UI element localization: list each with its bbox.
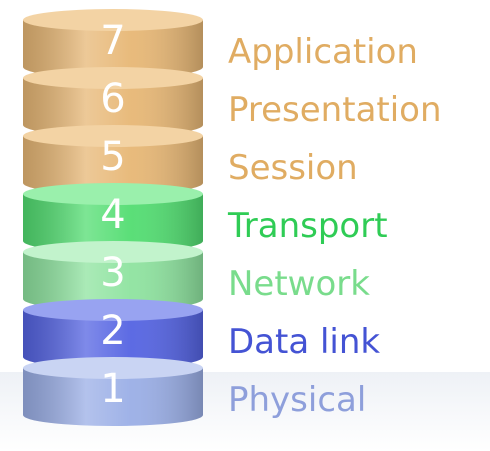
layer-2: 2 Data link — [23, 299, 380, 368]
layer-shading — [23, 20, 203, 78]
layer-shading — [23, 136, 203, 194]
layer-top — [23, 183, 203, 205]
layer-number: 6 — [100, 76, 125, 122]
layer-top — [23, 357, 203, 379]
layer-shading — [23, 194, 203, 252]
layer-name: Network — [228, 264, 370, 304]
layer-name: Data link — [228, 322, 380, 362]
layer-5: 5 Session — [23, 125, 358, 194]
layer-name: Presentation — [228, 90, 442, 130]
layer-name: Physical — [228, 380, 366, 420]
layer-6: 6 Presentation — [23, 67, 442, 136]
layer-top — [23, 125, 203, 147]
layer-top — [23, 299, 203, 321]
layer-name: Application — [228, 32, 418, 72]
layer-3: 3 Network — [23, 241, 370, 310]
layer-number: 4 — [100, 192, 125, 238]
layer-shading — [23, 310, 203, 368]
layer-top — [23, 67, 203, 89]
layer-name: Transport — [227, 206, 388, 246]
layer-shading — [23, 78, 203, 136]
layer-1: 1 Physical — [23, 357, 366, 426]
layer-top — [23, 9, 203, 31]
layer-4: 4 Transport — [23, 183, 388, 252]
layer-shading — [23, 368, 203, 426]
layer-number: 2 — [100, 308, 125, 354]
layer-7: 7 Application — [23, 9, 418, 78]
layer-number: 5 — [100, 134, 125, 180]
layer-shading — [23, 252, 203, 310]
layer-number: 7 — [100, 18, 125, 64]
layer-number: 3 — [100, 250, 125, 296]
layer-name: Session — [228, 148, 358, 188]
layer-top — [23, 241, 203, 263]
layer-number: 1 — [100, 366, 125, 412]
